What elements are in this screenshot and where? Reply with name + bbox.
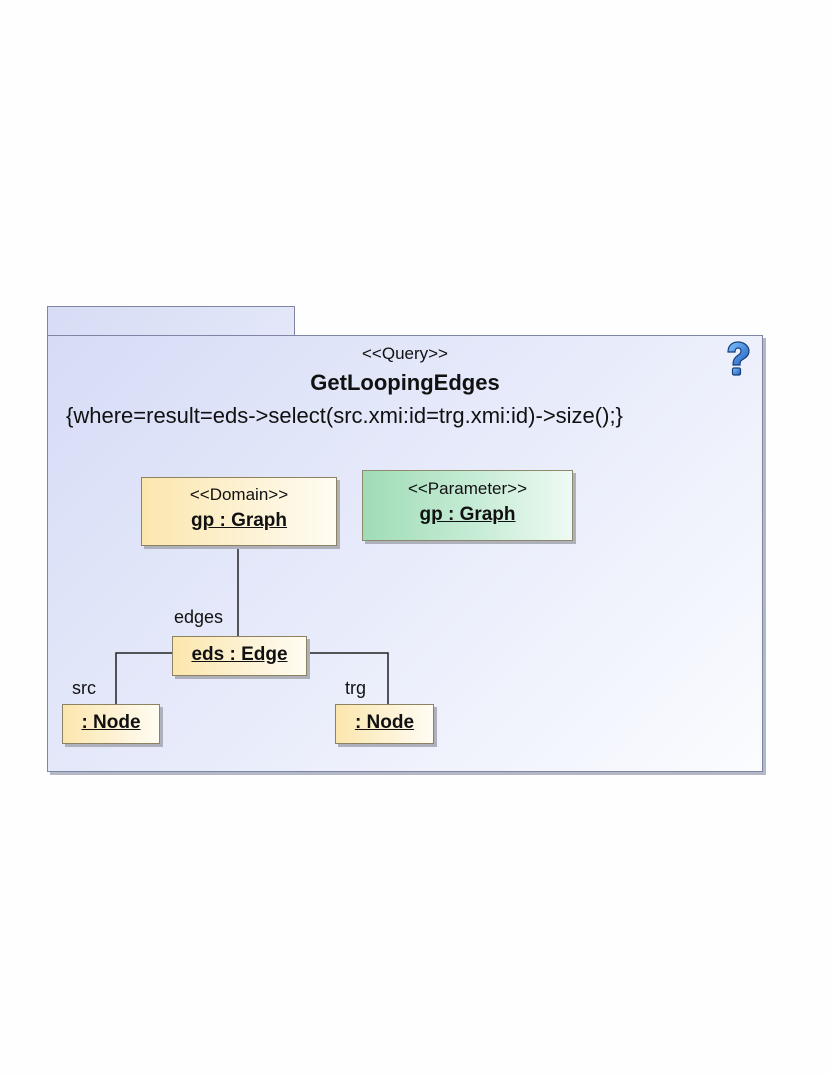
package-tab xyxy=(47,306,295,335)
package-name: GetLoopingEdges xyxy=(310,370,500,395)
trg-role-label: trg xyxy=(345,678,367,698)
edge-object[interactable]: eds : Edge xyxy=(172,636,307,676)
trg-node-name: : Node xyxy=(354,712,415,733)
parameter-graph-object[interactable]: <<Parameter>> gp : Graph xyxy=(362,470,573,541)
domain-graph-object[interactable]: <<Domain>> gp : Graph xyxy=(141,477,337,546)
package-stereotype: <<Query>> xyxy=(361,344,448,363)
edge-object-name: eds : Edge xyxy=(191,644,288,665)
edges-role-label: edges xyxy=(174,607,224,627)
parameter-object-name: gp : Graph xyxy=(419,504,516,525)
src-role-label: src xyxy=(72,678,96,698)
trg-node-object[interactable]: : Node xyxy=(335,704,434,744)
parameter-stereotype: <<Parameter>> xyxy=(407,479,528,498)
domain-object-name: gp : Graph xyxy=(190,510,288,531)
src-node-name: : Node xyxy=(81,712,141,733)
package-constraint: {where=result=eds->select(src.xmi:id=trg… xyxy=(66,403,623,428)
src-node-object[interactable]: : Node xyxy=(62,704,160,744)
question-mark-icon[interactable] xyxy=(722,341,752,377)
domain-stereotype: <<Domain>> xyxy=(189,485,289,504)
